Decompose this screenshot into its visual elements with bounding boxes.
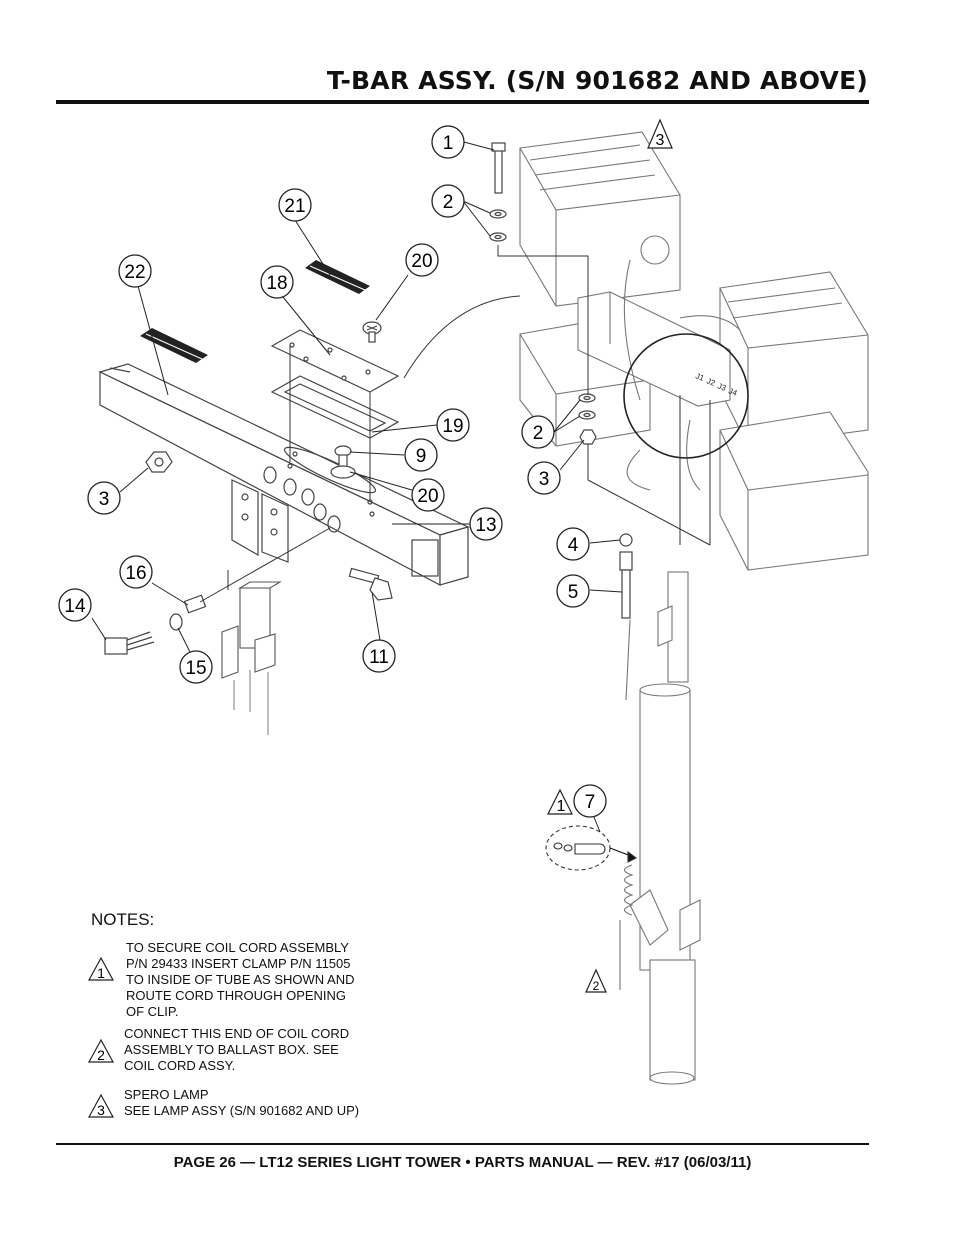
callout-11: 11 [362,639,396,673]
lamp-fixture [519,131,869,571]
callout-22: 22 [118,254,152,288]
callout-3-right: 3 [527,461,561,495]
footer-rule [56,1143,869,1145]
svg-text:J4: J4 [727,386,739,398]
callout-14: 14 [58,588,92,622]
note-3: 3 SPERO LAMP SEE LAMP ASSY (S/N 901682 A… [88,1087,398,1123]
svg-text:3: 3 [97,1102,105,1118]
svg-text:2: 2 [533,423,544,444]
callout-4: 4 [556,527,590,561]
svg-text:15: 15 [185,658,206,679]
svg-text:1: 1 [443,133,454,154]
hardware-right [489,142,633,619]
svg-text:9: 9 [416,446,427,467]
callout-20-top: 20 [405,243,439,277]
callout-9: 9 [404,438,438,472]
note-flag-icon: 3 [88,1093,114,1118]
svg-text:20: 20 [411,251,432,272]
callout-21: 21 [278,188,312,222]
svg-text:16: 16 [125,563,146,584]
svg-text:14: 14 [64,596,86,617]
svg-text:21: 21 [284,196,305,217]
svg-text:J3: J3 [716,381,728,393]
note-3-text: SPERO LAMP SEE LAMP ASSY (S/N 901682 AND… [124,1087,360,1118]
assembly-lines-right [497,245,711,546]
page-footer: PAGE 26 — LT12 SERIES LIGHT TOWER • PART… [173,1154,752,1171]
flag-3-lamp: 3 [647,118,673,149]
callout-15: 15 [179,650,213,684]
hardware-left [104,321,393,655]
svg-text:2: 2 [593,979,600,993]
svg-text:22: 22 [124,262,145,283]
svg-text:4: 4 [568,535,579,556]
callout-2-right: 2 [521,415,555,449]
note-2-text: CONNECT THIS END OF COIL CORD ASSEMBLY T… [124,1026,350,1073]
svg-text:J1: J1 [694,371,706,383]
svg-text:5: 5 [568,582,579,603]
flag-1-clamp: 1 [547,788,573,815]
note-1-text: TO SECURE COIL CORD ASSEMBLY P/N 29433 I… [126,940,355,1019]
svg-text:13: 13 [475,515,496,536]
svg-text:20: 20 [417,486,438,507]
connector-labels: J1 J2 J3 J4 [694,371,739,398]
svg-text:2: 2 [97,1047,105,1063]
gasket [270,375,400,439]
callout-7: 7 [573,784,607,818]
svg-text:3: 3 [656,132,665,149]
svg-text:7: 7 [585,792,596,813]
svg-text:1: 1 [97,965,105,981]
callout-18: 18 [260,265,294,299]
decal-21 [305,260,370,294]
svg-text:3: 3 [99,489,110,510]
note-1: 1 TO SECURE COIL CORD ASSEMBLY P/N 29433… [88,940,398,1022]
assembly-lines-left [199,295,521,603]
detail-circle [623,333,749,459]
callout-3-left: 3 [87,481,121,515]
page-title: T-BAR ASSY. (S/N 901682 AND ABOVE) [326,66,868,95]
callout-13: 13 [469,507,503,541]
svg-text:1: 1 [557,798,566,815]
callout-20-bottom: 20 [411,478,445,512]
svg-text:2: 2 [443,192,454,213]
flag-2-cord: 2 [585,968,607,993]
svg-text:11: 11 [369,647,389,668]
callout-1: 1 [431,125,465,159]
callout-2-top: 2 [431,184,465,218]
decal-22 [140,328,208,363]
note-2: 2 CONNECT THIS END OF COIL CORD ASSEMBLY… [88,1026,398,1076]
svg-text:3: 3 [539,469,550,490]
clamp-detail [545,825,638,871]
note-flag-icon: 1 [88,956,114,981]
t-bar-beam [98,363,470,586]
light-tower-mast [619,571,701,1085]
callout-16: 16 [119,555,153,589]
mounting-brackets [231,479,289,563]
callout-leaders [91,141,623,833]
svg-text:19: 19 [442,416,463,437]
header-rule [56,100,869,104]
mast-stub [221,581,282,735]
note-flag-icon: 2 [88,1038,114,1063]
svg-text:18: 18 [266,273,287,294]
cover-plate [270,329,400,393]
callout-5: 5 [556,574,590,608]
svg-text:J2: J2 [705,376,717,388]
callout-19: 19 [436,408,470,442]
notes-heading: NOTES: [91,910,155,929]
